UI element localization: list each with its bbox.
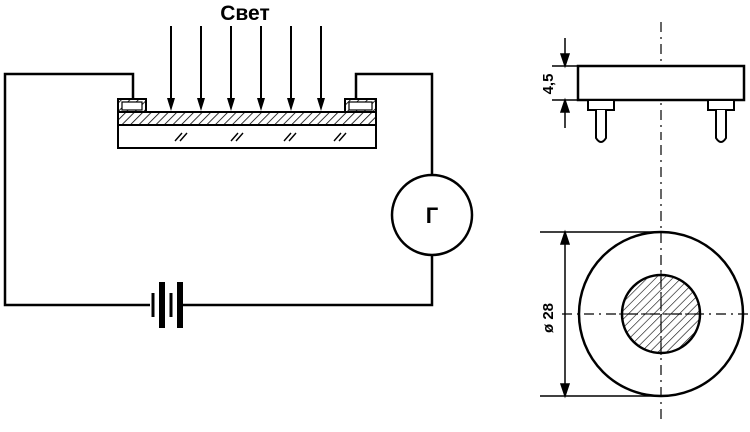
galvanometer: Г <box>390 173 474 257</box>
glass-hatch-marks <box>174 132 347 142</box>
light-arrow-head <box>197 98 205 111</box>
light-arrow-head <box>257 98 265 111</box>
battery <box>151 282 183 328</box>
dimension-diameter-label: ø 28 <box>540 303 557 333</box>
side-view: 4,5 <box>540 22 746 143</box>
light-arrow-head <box>227 98 235 111</box>
dimension-diameter <box>540 229 661 399</box>
light-arrows <box>167 26 325 111</box>
circuit: Свет Г <box>3 2 474 328</box>
light-label: Свет <box>220 2 270 25</box>
light-arrow-head <box>317 98 325 111</box>
wire-right <box>354 72 434 175</box>
light-arrow-head <box>287 98 295 111</box>
pins <box>587 99 735 143</box>
photoelement-section <box>117 98 377 149</box>
galvanometer-label: Г <box>426 203 439 228</box>
light-arrow-head <box>167 98 175 111</box>
dimension-height-label: 4,5 <box>540 74 557 95</box>
wire-left <box>3 72 150 307</box>
circuit-wires <box>3 72 434 307</box>
dimension-height <box>552 38 578 128</box>
top-view: ø 28 <box>540 145 750 420</box>
wire-bottom-right <box>181 255 434 307</box>
